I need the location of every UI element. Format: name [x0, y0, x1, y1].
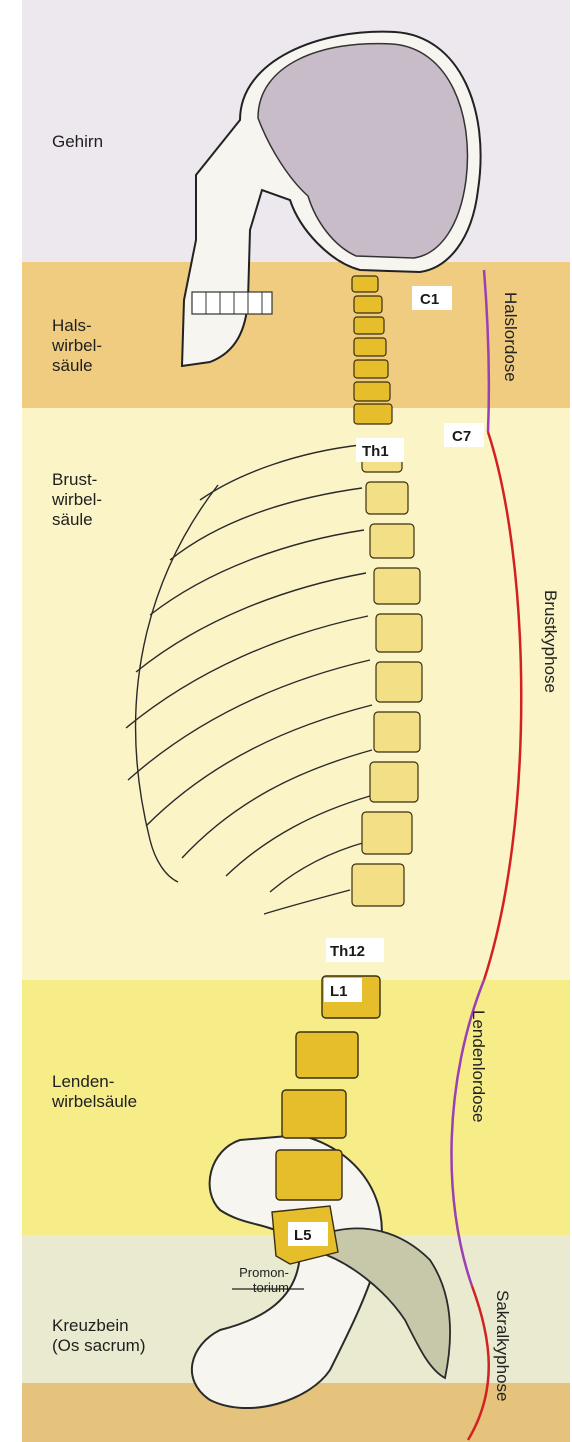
brain [258, 44, 467, 258]
curvature-label-brustkyphose: Brustkyphose [540, 590, 560, 693]
curvature-label-sakralkyphose: Sakralkyphose [492, 1290, 512, 1402]
vertebra-label-c7: C7 [452, 428, 471, 445]
vertebra-label-th12: Th12 [330, 943, 365, 960]
vertebra-label-l1: L1 [330, 983, 348, 1000]
vertebra-label-l5: L5 [294, 1227, 312, 1244]
region-label-brust: Brust- wirbel- säule [52, 470, 102, 530]
region-label-kreuz: Kreuzbein (Os sacrum) [52, 1316, 146, 1356]
sakralkyphose-line [468, 1286, 489, 1440]
region-label-hals: Hals- wirbel- säule [52, 316, 102, 376]
curvature-label-lendenlordose: Lendenlordose [468, 1010, 488, 1122]
brustkyphose-line [484, 432, 521, 980]
cervical-vertebrae [352, 276, 392, 424]
region-label-gehirn: Gehirn [52, 132, 103, 152]
thoracic-vertebrae [352, 442, 422, 906]
vertebra-label-th1: Th1 [362, 443, 389, 460]
curvature-label-halslordose: Halslordose [500, 292, 520, 382]
rib-cage [126, 445, 372, 914]
halslordose-line [484, 270, 489, 432]
vertebra-label-c1: C1 [420, 291, 439, 308]
teeth [192, 292, 272, 314]
skull [182, 32, 481, 366]
region-label-lenden: Lenden- wirbelsäule [52, 1072, 137, 1112]
promontorium-label: Promon- torium [219, 1265, 289, 1295]
